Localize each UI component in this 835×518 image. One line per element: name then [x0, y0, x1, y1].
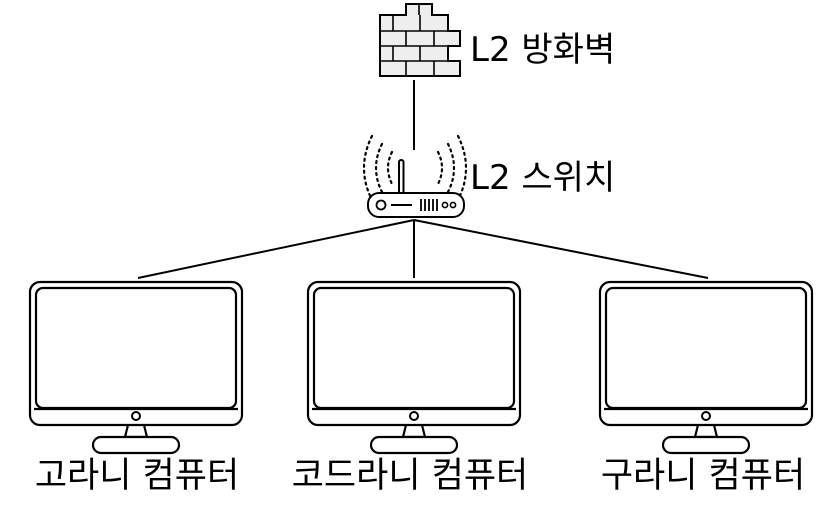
antenna — [398, 159, 405, 195]
monitor-icon — [598, 280, 814, 455]
computer-label-1: 고라니 컴퓨터 — [34, 456, 240, 496]
brick-wall-icon — [379, 3, 461, 77]
router-body — [367, 192, 465, 218]
computer-label-2: 코드라니 컴퓨터 — [291, 456, 529, 496]
wireless-router-icon — [362, 134, 468, 218]
link-switch-pc1 — [137, 219, 415, 279]
wifi-waves-icon — [362, 134, 468, 202]
firewall-label: L2 방화벽 — [470, 30, 616, 70]
computer-label-3: 구라니 컴퓨터 — [600, 456, 806, 496]
switch-label: L2 스위치 — [470, 158, 616, 198]
monitors — [28, 280, 814, 455]
monitor-icon — [28, 280, 244, 455]
monitor-icon — [306, 280, 522, 455]
connections — [137, 80, 709, 279]
link-switch-pc3 — [413, 219, 709, 279]
